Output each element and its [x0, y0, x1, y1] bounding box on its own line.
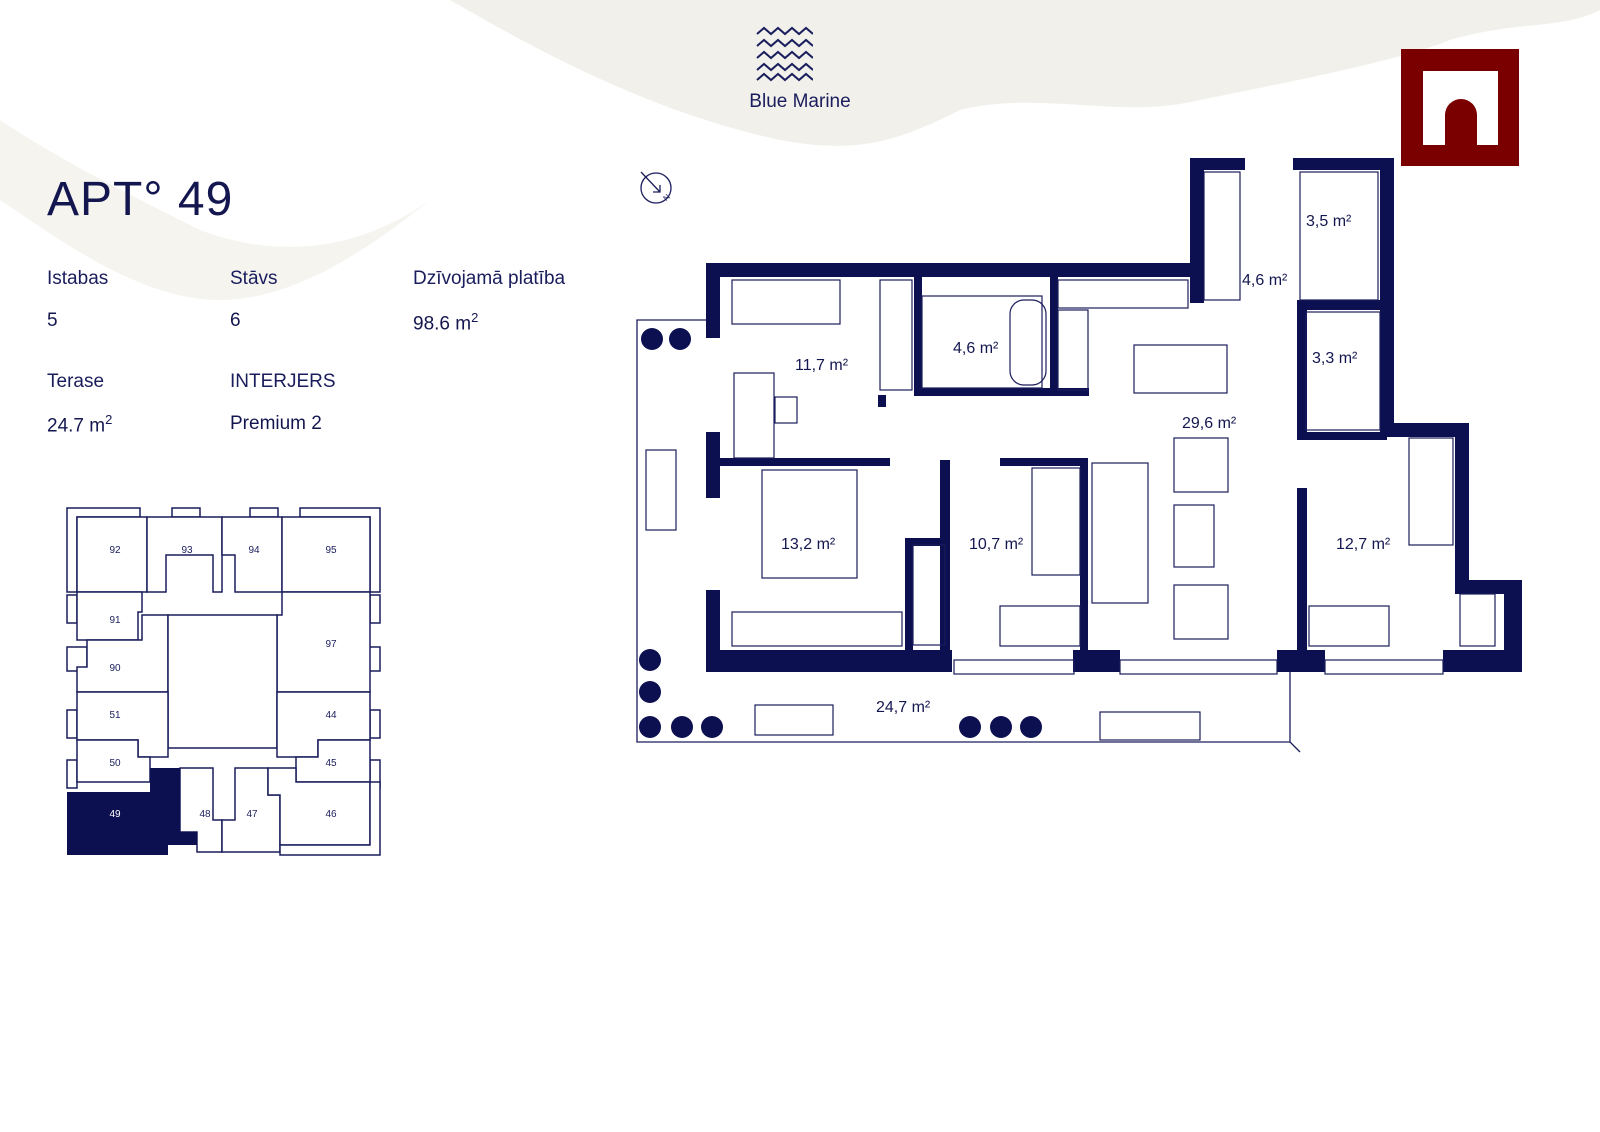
terrace-label: Terase — [47, 371, 105, 392]
room-area-label: 12,7 m² — [1336, 536, 1391, 553]
keyplan-unit-label: 50 — [109, 758, 121, 769]
compass-north-label: N — [661, 192, 672, 203]
plants — [639, 328, 1042, 738]
room-area-label: 13,2 m² — [781, 536, 836, 553]
room-area-label: 4,6 m² — [953, 340, 999, 357]
keyplan-unit-label: 90 — [109, 663, 121, 674]
brand-name: Blue Marine — [749, 91, 851, 112]
keyplan-unit-label: 97 — [325, 639, 337, 650]
rooms-label: Istabas — [47, 268, 109, 289]
keyplan-unit-label: 94 — [248, 545, 260, 556]
floor-value: 6 — [230, 310, 241, 331]
room-area-label: 3,5 m² — [1306, 213, 1352, 230]
keyplan-unit-label: 46 — [325, 809, 337, 820]
arch-icon — [1401, 49, 1519, 166]
apartment-title: APT° 49 — [47, 173, 234, 226]
room-area-label: 3,3 m² — [1312, 350, 1358, 367]
keyplan-unit-label: 92 — [109, 545, 121, 556]
keyplan-unit-label: 93 — [181, 545, 193, 556]
floor-label: Stāvs — [230, 268, 278, 289]
keyplan-unit-49-selected[interactable] — [67, 768, 197, 855]
keyplan-unit-label: 95 — [325, 545, 337, 556]
keyplan-unit-91[interactable] — [76, 591, 143, 641]
interior-value: Premium 2 — [230, 413, 322, 434]
keyplan-unit-label: 48 — [199, 809, 211, 820]
keyplan-unit-50[interactable] — [76, 739, 151, 783]
keyplan-unit-label: 47 — [246, 809, 258, 820]
living-area-unit-sup: 2 — [471, 310, 479, 325]
room-area-labels: 11,7 m² 4,6 m² 3,5 m² 4,6 m² 3,3 m² 29,6… — [781, 213, 1391, 716]
terrace-outline — [636, 319, 1301, 753]
keyplan-unit-95[interactable] — [281, 516, 371, 593]
keyplan-unit-97[interactable] — [276, 591, 371, 693]
room-area-label: 11,7 m² — [795, 357, 849, 374]
keyplan-unit-92[interactable] — [76, 516, 148, 593]
living-area-label: Dzīvojamā platība — [413, 268, 566, 289]
keyplan-courtyard — [167, 614, 278, 749]
living-area-value: 98.6 m2 — [413, 310, 478, 335]
keyplan-unit-label-selected: 49 — [109, 809, 121, 820]
keyplan-unit-label: 45 — [325, 758, 337, 769]
keyplan-unit-label: 51 — [109, 710, 121, 721]
interior-label: INTERJERS — [230, 371, 336, 392]
room-area-label: 24,7 m² — [876, 699, 931, 716]
room-area-label: 4,6 m² — [1242, 272, 1288, 289]
room-area-label: 10,7 m² — [969, 536, 1024, 553]
terrace-number: 24.7 m — [47, 415, 106, 437]
room-area-label: 29,6 m² — [1182, 415, 1237, 432]
keyplan-unit-label: 91 — [109, 615, 121, 626]
waves-icon — [756, 26, 813, 82]
compass-icon: N — [640, 171, 672, 204]
walls — [706, 158, 1522, 672]
keyplan-unit-label: 44 — [325, 710, 337, 721]
terrace-value: 24.7 m2 — [47, 412, 112, 437]
terrace-unit-sup: 2 — [105, 412, 113, 427]
living-area-number: 98.6 m — [413, 313, 472, 335]
furniture — [645, 171, 1496, 741]
rooms-value: 5 — [47, 310, 58, 331]
